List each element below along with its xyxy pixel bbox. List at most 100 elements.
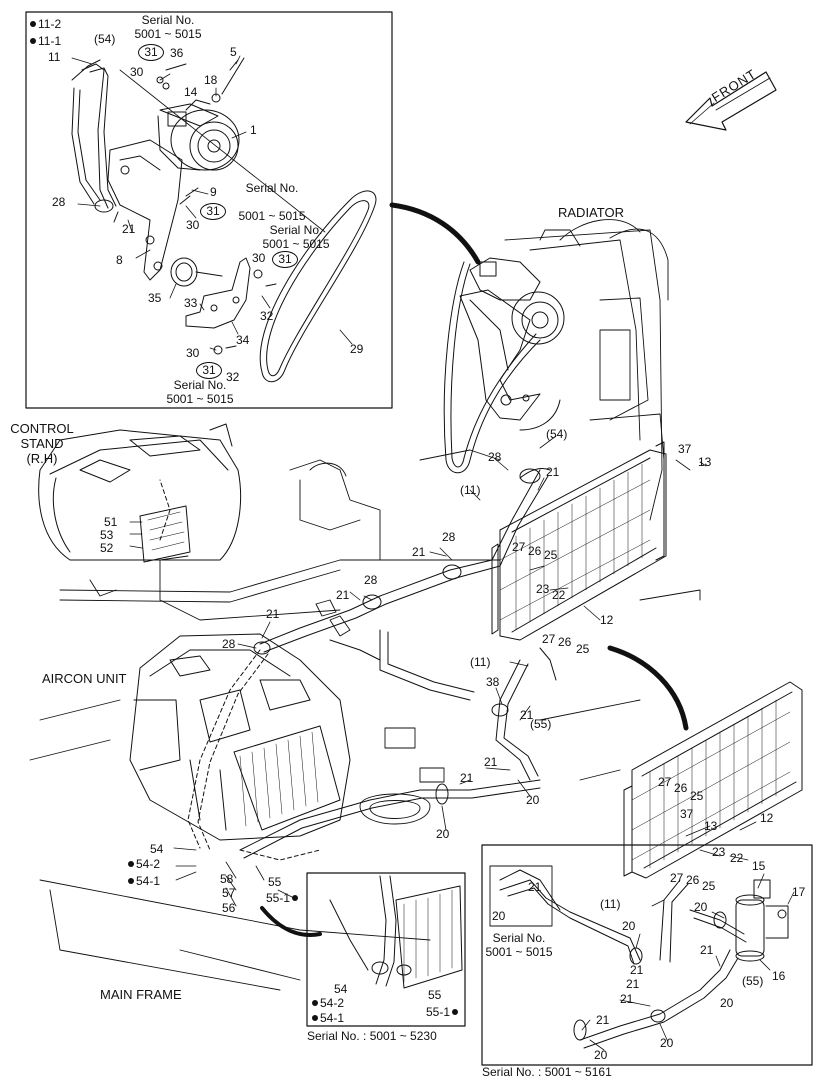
part-label-55-paren: (55) — [530, 717, 552, 731]
bullet-icon — [452, 1009, 459, 1015]
part-label-18: 18 — [204, 73, 218, 87]
part-label-21: 21 — [626, 977, 640, 991]
part-label-21: 21 — [266, 607, 280, 621]
main-frame — [29, 449, 701, 991]
part-label-21: 21 — [122, 222, 136, 236]
part-label-21: 21 — [620, 992, 634, 1006]
part-label-20: 20 — [594, 1048, 608, 1062]
control-stand — [38, 423, 242, 563]
part-label-55: 55 — [428, 988, 442, 1002]
belt-main — [443, 261, 541, 474]
part-label-15: 15 — [752, 859, 766, 873]
receiver-drier — [735, 879, 789, 962]
part-label-54-paren: (54) — [546, 427, 568, 441]
inset-compressor-frame — [25, 11, 393, 409]
bullet-icon — [312, 1015, 318, 1021]
serial-label: Serial No. — [492, 931, 546, 945]
part-label-31: 31 — [138, 44, 164, 61]
part-label-36: 36 — [170, 46, 184, 60]
part-label-21: 21 — [700, 943, 714, 957]
part-label-21: 21 — [528, 880, 542, 894]
part-label-13: 13 — [698, 455, 712, 469]
serial-label: Serial No. — [245, 181, 299, 195]
part-label-27: 27 — [512, 540, 526, 554]
bullet-icon — [128, 861, 134, 867]
control-stand-label: STAND — [20, 436, 64, 451]
dashed-hoses — [159, 479, 321, 861]
part-label-28: 28 — [488, 450, 502, 464]
part-label-34: 34 — [236, 333, 250, 347]
belt-29-inset — [259, 190, 377, 383]
part-label-25: 25 — [544, 548, 558, 562]
part-label-21: 21 — [520, 708, 534, 722]
part-label-37: 37 — [678, 442, 692, 456]
part-label-26: 26 — [674, 781, 688, 795]
part-label-20: 20 — [436, 827, 450, 841]
compressor-main — [459, 257, 565, 421]
bracket-inset — [107, 139, 183, 281]
part-label-20: 20 — [720, 996, 734, 1010]
part-label-58: 58 — [220, 872, 234, 886]
inset-serial-caption: Serial No. : 5001 ~ 5230 — [307, 1029, 437, 1043]
part-label-12: 12 — [760, 811, 774, 825]
serial-range: 5001 ~ 5015 — [238, 209, 306, 223]
bullet-icon — [128, 878, 134, 884]
part-label-37: 37 — [680, 807, 694, 821]
part-label-21: 21 — [630, 963, 644, 977]
part-label-53: 53 — [100, 528, 114, 542]
part-label-21: 21 — [546, 465, 560, 479]
front-arrow — [685, 71, 777, 131]
part-label-26: 26 — [558, 635, 572, 649]
part-label-55-paren: (55) — [742, 974, 764, 988]
part-label-22: 22 — [730, 851, 744, 865]
part-label-20: 20 — [622, 919, 636, 933]
part-label-52: 52 — [100, 541, 114, 555]
serial-label: Serial No. — [173, 378, 227, 392]
part-label-14: 14 — [184, 85, 198, 99]
part-label-13: 13 — [704, 819, 718, 833]
part-label-51: 51 — [104, 515, 118, 529]
link-arrow-bottom — [260, 906, 322, 937]
part-label-30: 30 — [186, 218, 200, 232]
bullet-icon — [312, 1000, 318, 1006]
part-label-22: 22 — [552, 588, 566, 602]
radiator-background — [504, 219, 669, 521]
inset-serial-caption: Serial No. : 5001 ~ 5161 — [482, 1065, 612, 1079]
part-label-23: 23 — [536, 582, 550, 596]
part-label-30: 30 — [130, 65, 144, 79]
part-label-29: 29 — [350, 342, 364, 356]
part-label-28: 28 — [364, 573, 378, 587]
part-label-54: 54 — [150, 842, 164, 856]
part-label-25: 25 — [690, 789, 704, 803]
part-label-17: 17 — [792, 885, 806, 899]
aircon-unit — [129, 633, 351, 841]
part-label-31: 31 — [196, 362, 222, 379]
link-arrow-right — [607, 645, 689, 731]
part-label-54-paren: (54) — [94, 32, 116, 46]
part-label-27: 27 — [658, 775, 672, 789]
inset-bottom-left-frame — [306, 872, 466, 1027]
main-frame-label: MAIN FRAME — [100, 987, 182, 1002]
part-label-31: 31 — [272, 251, 298, 268]
part-label-31: 31 — [200, 203, 226, 220]
part-label-20: 20 — [492, 909, 506, 923]
part-label-11-paren: (11) — [600, 897, 621, 911]
part-label-11-2: 11-2 — [30, 18, 61, 30]
part-label-25: 25 — [702, 879, 716, 893]
serial-range: 5001 ~ 5015 — [134, 27, 202, 41]
serial-range: 5001 ~ 5015 — [166, 392, 234, 406]
part-label-21: 21 — [336, 588, 350, 602]
part-label-8: 8 — [116, 253, 123, 267]
bullet-icon — [292, 895, 299, 901]
part-label-27: 27 — [542, 632, 556, 646]
part-label-11-paren: (11) — [460, 483, 481, 497]
inset-bottom-left-content — [329, 875, 463, 989]
part-label-21: 21 — [412, 545, 426, 559]
part-label-54-2: 54-2 — [312, 997, 344, 1009]
serial-label: Serial No. — [269, 223, 323, 237]
part-label-55-1: 55-1 — [426, 1006, 460, 1018]
part-label-21: 21 — [460, 771, 474, 785]
link-arrow-top — [389, 202, 481, 265]
part-label-12: 12 — [600, 613, 614, 627]
part-label-55-1: 55-1 — [266, 892, 300, 904]
